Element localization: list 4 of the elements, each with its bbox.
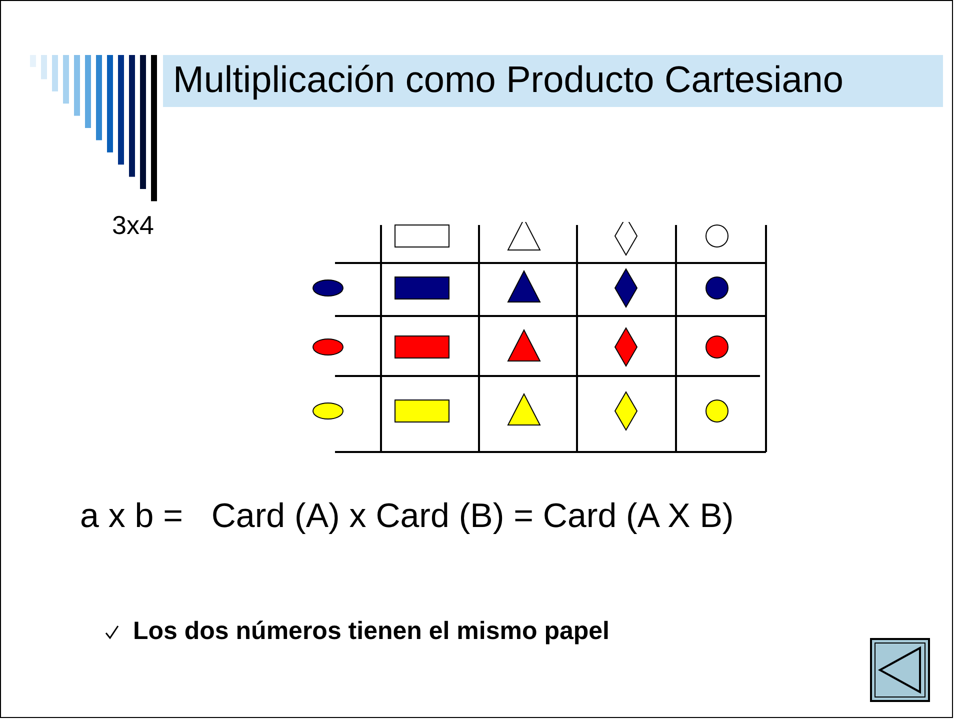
bullet-text: Los dos números tienen el mismo papel xyxy=(133,617,610,646)
slide-title: Multiplicación como Producto Cartesiano xyxy=(163,55,943,107)
dimension-label: 3x4 xyxy=(112,210,154,241)
formula-text: a x b = Card (A) x Card (B) = Card (A X B) xyxy=(80,497,734,536)
